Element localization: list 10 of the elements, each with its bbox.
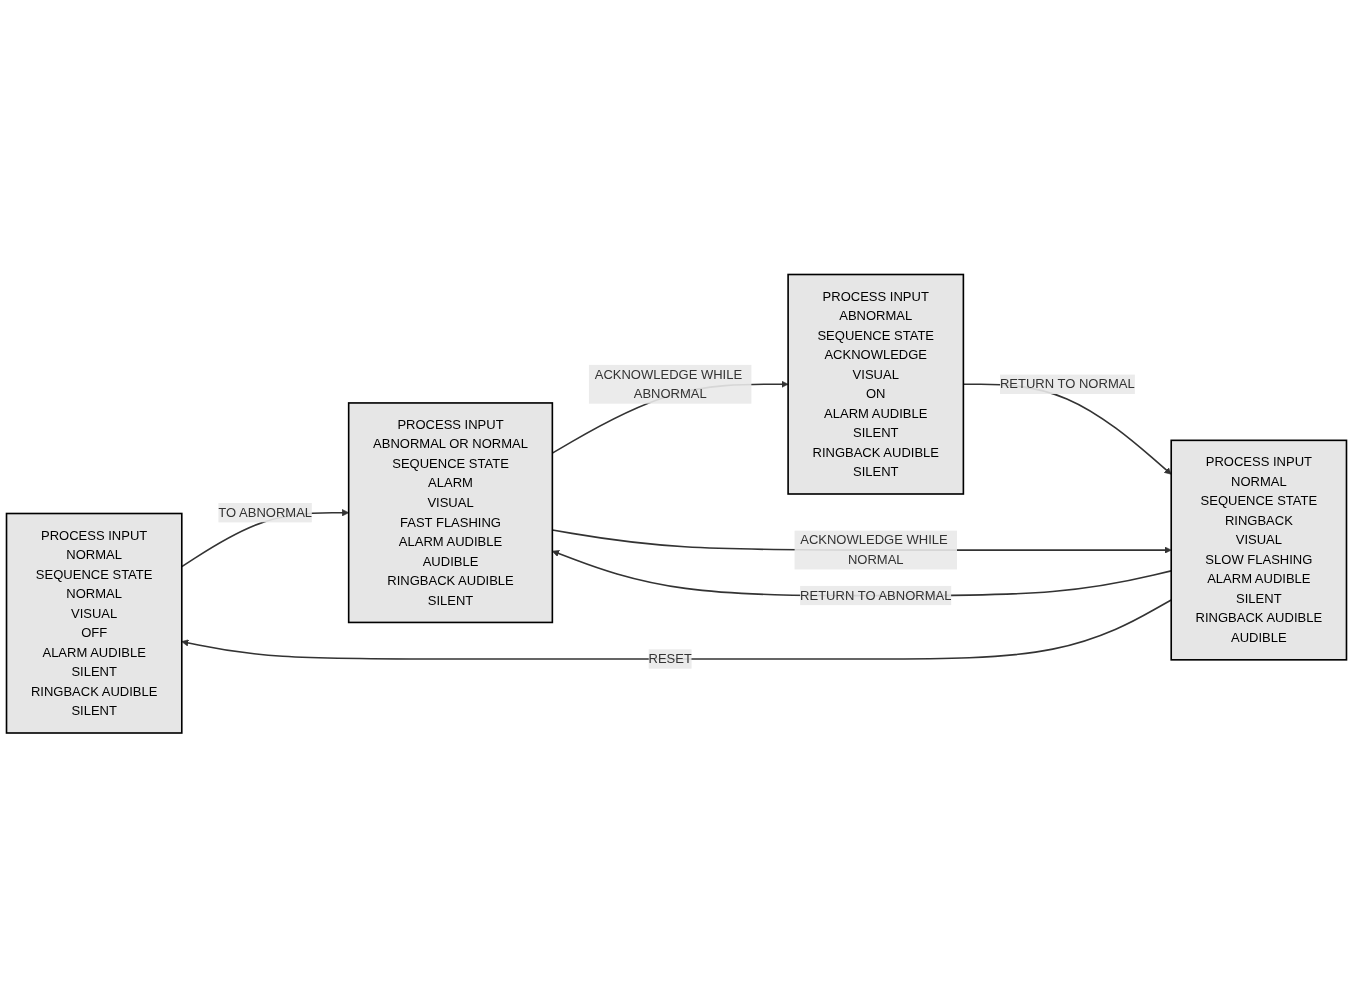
edge-label: RETURN TO NORMAL <box>999 377 1135 391</box>
node-box: PROCESS INPUT ABNORMAL OR NORMAL SEQUENCE STATE ALARM VISUAL FAST FLASHING ALARM AUDIBLE AUDIBLE RINGBACK AUDIBLE SILENT <box>347 402 554 624</box>
node-box: PROCESS INPUT NORMAL SEQUENCE STATE RINGBACK VISUAL SLOW FLASHING ALARM AUDIBLE SILENT RINGBACK AUDIBLE AUDIBLE <box>1170 439 1348 661</box>
edge-label: RESET <box>648 651 692 666</box>
edge-label: ACKNOWLEDGE WHILE ABNORMAL <box>594 367 743 401</box>
edge-label: RETURN TO ABNORMAL <box>800 588 952 603</box>
edge-label: TO ABNORMAL <box>218 505 313 520</box>
node-box: PROCESS INPUT NORMAL SEQUENCE STATE NORMAL VISUAL OFF ALARM AUDIBLE SILENT RINGBACK AUDIBLE SILENT <box>5 512 183 735</box>
edge-label: ACKNOWLEDGE WHILE NORMAL <box>800 533 948 567</box>
node-box: PROCESS INPUT ABNORMAL SEQUENCE STATE ACKNOWLEDGE VISUAL ON ALARM AUDIBLE SILENT RINGBACK AUDIBLE SILENT <box>787 273 965 496</box>
